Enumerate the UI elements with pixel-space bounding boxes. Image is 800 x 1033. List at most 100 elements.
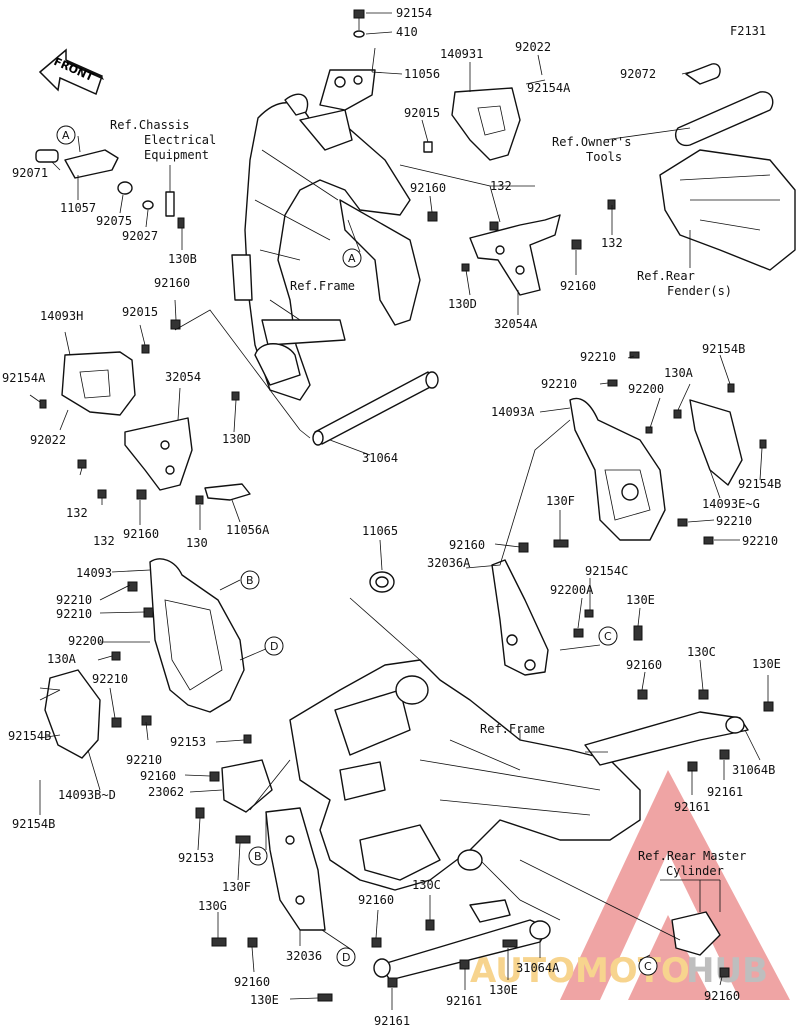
callout-d-1: D — [270, 640, 278, 653]
part-130A: 130A — [664, 366, 694, 380]
ref-owners-tools-line1: Ref.Owner's — [552, 135, 631, 149]
hardware — [39, 199, 774, 1002]
part-92015: 92015 — [122, 305, 158, 319]
seal-11065 — [369, 571, 395, 593]
part-32036A: 32036A — [427, 556, 471, 570]
front-arrow-icon: FRONT — [38, 48, 104, 96]
part-92153: 92153 — [178, 851, 214, 865]
part-130E: 130E — [626, 593, 655, 607]
part-130D: 130D — [222, 432, 251, 446]
part-92075: 92075 — [96, 214, 132, 228]
part-92160: 92160 — [140, 769, 176, 783]
part-31064A: 31064A — [516, 961, 560, 975]
part-92160: 92160 — [358, 893, 394, 907]
part-92210: 92210 — [56, 593, 92, 607]
bracket-11056A — [204, 483, 251, 501]
part-130F: 130F — [546, 494, 575, 508]
part-14093: 14093 — [76, 566, 112, 580]
lower-frame — [289, 659, 641, 921]
ref-chassis-line2: Electrical — [144, 133, 216, 147]
part-92200A: 92200A — [550, 583, 594, 597]
callout-a-1: A — [62, 129, 70, 142]
bolt-92154-top — [353, 9, 365, 38]
part-11065: 11065 — [362, 524, 398, 538]
part-92071: 92071 — [12, 166, 48, 180]
part-130E: 130E — [250, 993, 279, 1007]
cover-14093H — [61, 351, 136, 416]
cover-14093A — [569, 397, 666, 541]
part-92154A: 92154A — [2, 371, 46, 385]
callout-c-2: C — [644, 960, 652, 973]
part-92072: 92072 — [620, 67, 656, 81]
cover-14093BD — [44, 669, 101, 759]
part-92154: 92154 — [396, 6, 432, 20]
part-92210: 92210 — [742, 534, 778, 548]
stay-130B — [165, 191, 185, 229]
part-92154B: 92154B — [702, 342, 745, 356]
ref-rear-fender-line2: Fender(s) — [667, 284, 732, 298]
part-92160: 92160 — [154, 276, 190, 290]
part-23062: 23062 — [148, 785, 184, 799]
part-92153: 92153 — [170, 735, 206, 749]
callout-b-2: B — [254, 850, 262, 863]
rear-fender — [659, 149, 796, 271]
upper-frame — [231, 93, 421, 401]
bracket-32054A — [469, 214, 561, 296]
bracket-23062 — [221, 759, 273, 813]
bracket-32036A — [491, 559, 549, 676]
part-92154B: 92154B — [12, 817, 55, 831]
bracket-32054 — [124, 417, 193, 491]
part-130A: 130A — [47, 652, 77, 666]
bracket-11057 — [64, 149, 119, 179]
part-31064: 31064 — [362, 451, 398, 465]
part-132: 132 — [601, 236, 623, 250]
part-92210: 92210 — [716, 514, 752, 528]
part-92160: 92160 — [704, 989, 740, 1003]
part-32054: 32054 — [165, 370, 201, 384]
part-130C: 130C — [412, 878, 441, 892]
part-92161: 92161 — [707, 785, 743, 799]
ref-rear-master-line2: Cylinder — [666, 864, 724, 878]
part-132: 132 — [93, 534, 115, 548]
callout-markers: A A B B C C D D — [56, 125, 658, 976]
ref-owners-tools-line2: Tools — [586, 150, 622, 164]
part-92161: 92161 — [374, 1014, 410, 1028]
shaft-31064 — [312, 371, 439, 446]
part-132: 132 — [490, 179, 512, 193]
cover-140931 — [451, 87, 521, 161]
rubber-92071 — [35, 149, 59, 163]
tool-pouch — [674, 63, 774, 147]
grommet-92075 — [117, 181, 133, 195]
part-130G: 130G — [198, 899, 227, 913]
labels: F2131 Ref.Chassis Electrical Equipment R… — [2, 6, 781, 1028]
part-11057: 11057 — [60, 201, 96, 215]
callout-c-1: C — [604, 630, 612, 643]
part-92210: 92210 — [126, 753, 162, 767]
cover-14093 — [149, 558, 245, 713]
part-14093A: 14093A — [491, 405, 535, 419]
part-31064B: 31064B — [732, 763, 775, 777]
part-92154B: 92154B — [8, 729, 51, 743]
part-92154A: 92154A — [527, 81, 571, 95]
callout-d-2: D — [342, 951, 350, 964]
part-14093B-D: 14093B~D — [58, 788, 116, 802]
part-14093E-G: 14093E~G — [702, 497, 760, 511]
pin-92015-top — [423, 141, 433, 153]
rear-master-cylinder — [671, 911, 721, 956]
part-14093H: 14093H — [40, 309, 83, 323]
part-92160: 92160 — [449, 538, 485, 552]
callout-b-1: B — [246, 574, 254, 587]
part-92015: 92015 — [404, 106, 440, 120]
ref-rear-fender-line1: Ref.Rear — [637, 269, 695, 283]
ref-chassis-line3: Equipment — [144, 148, 209, 162]
part-92200: 92200 — [628, 382, 664, 396]
part-130: 130 — [186, 536, 208, 550]
part-32036: 32036 — [286, 949, 322, 963]
part-11056A: 11056A — [226, 523, 270, 537]
part-32054A: 32054A — [494, 317, 538, 331]
collar-92027 — [142, 200, 154, 210]
part-11056: 11056 — [404, 67, 440, 81]
part-132: 132 — [66, 506, 88, 520]
part-92161: 92161 — [446, 994, 482, 1008]
